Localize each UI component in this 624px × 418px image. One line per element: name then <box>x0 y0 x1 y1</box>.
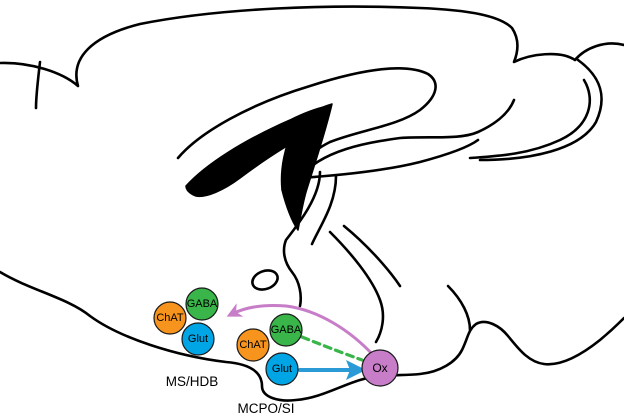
ventricle-right-wedge <box>280 103 333 231</box>
gaba-label-mcpo: GABA <box>271 324 302 336</box>
pons-fold <box>446 284 472 332</box>
hippocampus-curve <box>298 98 516 180</box>
ms-hdb-cell-group: ChAT GABA Glut <box>153 287 219 356</box>
region-label-mcpo-si: MCPO/SI <box>237 401 294 416</box>
glut-node-ms <box>181 322 215 356</box>
fornix <box>282 170 322 308</box>
brain-outline <box>0 5 624 402</box>
lateral-ventricle <box>185 103 333 231</box>
chat-node-mcpo <box>236 328 270 362</box>
arrow-ox-to-ms-hdb <box>226 303 376 358</box>
ventral-contour <box>0 270 624 402</box>
projections <box>226 303 376 380</box>
glut-label-ms: Glut <box>188 333 208 345</box>
fornix-inner <box>310 174 338 246</box>
lower-fold <box>298 138 480 180</box>
anterior-commissure <box>251 269 279 291</box>
cerebellum-fold-1 <box>478 58 603 162</box>
midbrain-line <box>328 230 385 344</box>
corpus-callosum <box>176 66 437 180</box>
ox-label: Ox <box>372 361 387 375</box>
midbrain-line-2 <box>342 224 402 288</box>
dashed-gaba-ox <box>300 335 364 362</box>
chat-node-ms <box>153 301 187 335</box>
cortex-inner-fold <box>34 60 42 110</box>
cortex-contour <box>0 5 624 88</box>
chat-label-mcpo: ChAT <box>239 339 267 351</box>
gaba-node-ms <box>185 287 219 321</box>
mcpo-si-cell-group: ChAT GABA Glut <box>236 313 303 386</box>
chat-label-ms: ChAT <box>156 312 184 324</box>
ox-node <box>361 349 399 387</box>
gaba-label-ms: GABA <box>187 298 218 310</box>
glut-node-mcpo <box>265 352 299 386</box>
gaba-node-mcpo <box>269 313 303 347</box>
region-label-ms-hdb: MS/HDB <box>166 374 219 389</box>
glut-label-mcpo: Glut <box>272 363 292 375</box>
orexin-node-group: Ox <box>361 349 399 387</box>
cerebellum-fold-2 <box>468 78 592 160</box>
